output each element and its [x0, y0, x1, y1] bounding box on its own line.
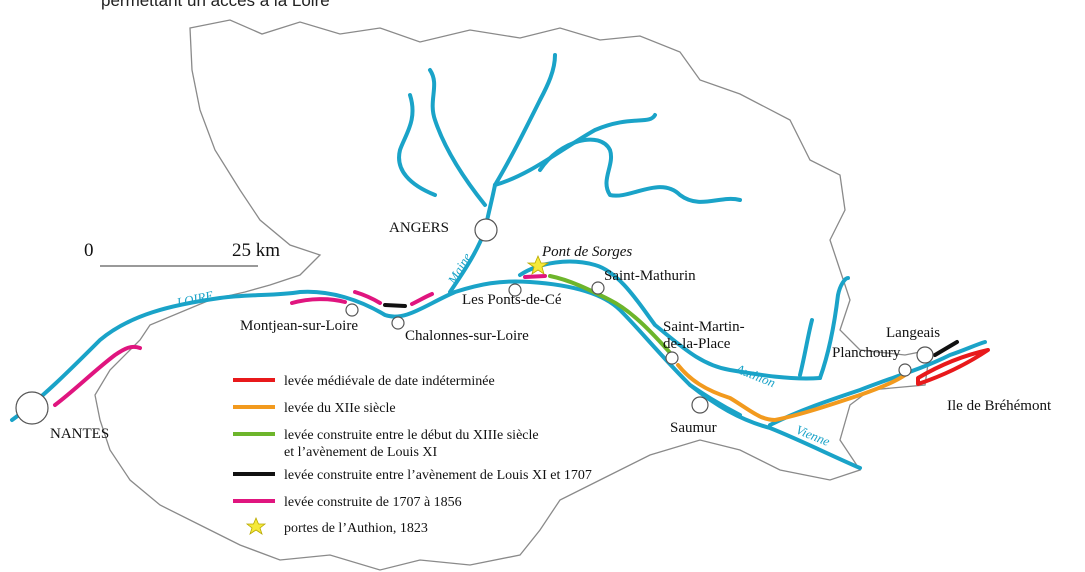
- legend-label-xii: levée du XIIe siècle: [284, 401, 396, 416]
- legend-label-xiii: levée construite entre le début du XIIIe…: [284, 428, 539, 443]
- angers-label: ANGERS: [389, 220, 449, 236]
- levee-1707-1856-nantes: [53, 344, 142, 407]
- langeais-label: Langeais: [886, 325, 940, 341]
- maine-tributary-west: [428, 68, 487, 207]
- levee-medieval-brehemont: [916, 348, 990, 386]
- sarthe-loop: [538, 137, 742, 204]
- saumur-marker: [691, 396, 709, 414]
- loire-upper-reach: [768, 340, 987, 427]
- nantes-label: NANTES: [50, 426, 109, 442]
- levee-1707-1856-montjean: [290, 297, 347, 305]
- langeais-marker: [916, 346, 934, 364]
- east-tributary-2: [798, 318, 814, 377]
- saint-mathurin-label: Saint-Mathurin: [604, 268, 696, 284]
- maine-tributary-north: [493, 53, 557, 187]
- montjean-label: Montjean-sur-Loire: [240, 318, 358, 334]
- planchoury-marker: [898, 363, 912, 377]
- thouet-river: [688, 383, 742, 417]
- legend-label-authion-gates: portes de l’Authion, 1823: [284, 521, 428, 536]
- planchoury-label: Planchoury: [832, 345, 901, 361]
- legend-label-xiii-line2: et l’avènement de Louis XI: [284, 445, 438, 460]
- angers-marker: [474, 218, 498, 242]
- scale-zero: 0: [84, 240, 94, 261]
- maine-tributary-east: [493, 113, 657, 187]
- levee-1707-1856-chalonnes-east: [410, 292, 434, 306]
- saint-martin-marker: [665, 351, 679, 365]
- levee-louis-xi-chalonnes: [383, 303, 407, 308]
- scale-distance: 25 km: [232, 240, 280, 261]
- levee-xii-saumur: [676, 363, 907, 422]
- saumur-label: Saumur: [670, 420, 717, 436]
- caption-text: permettant un accès à la Loire: [101, 0, 330, 10]
- legend-star-icon: [245, 516, 267, 535]
- saint-martin-label-1: Saint-Martin-: [663, 319, 745, 335]
- legend-label-1707: levée construite de 1707 à 1856: [284, 495, 462, 510]
- ponts-de-ce-marker: [508, 283, 522, 297]
- authion-river: [518, 259, 822, 381]
- levees: [53, 274, 990, 422]
- levee-louis-xi-langeais: [933, 340, 959, 357]
- levee-xiii-sorges: [548, 274, 674, 357]
- ponts-de-ce-label: Les Ponts-de-Cé: [462, 292, 562, 308]
- pont-de-sorges-label: Pont de Sorges: [541, 244, 632, 260]
- legend: levée médiévale de date indéterminée lev…: [233, 374, 592, 536]
- montjean-marker: [345, 303, 359, 317]
- towns: [15, 218, 934, 425]
- nantes-marker: [15, 391, 49, 425]
- chalonnes-label: Chalonnes-sur-Loire: [405, 328, 529, 344]
- east-tributary-1: [818, 276, 850, 380]
- chalonnes-marker: [391, 316, 405, 330]
- saint-mathurin-marker: [591, 281, 605, 295]
- brehemont-label: Ile de Bréhémont: [947, 398, 1052, 414]
- river-network: [10, 53, 987, 470]
- saint-martin-label-2: de-la-Place: [663, 336, 731, 352]
- star-icon: [526, 254, 550, 275]
- west-tributary: [397, 93, 437, 197]
- legend-label-medieval: levée médiévale de date indéterminée: [284, 374, 495, 389]
- legend-label-louis-xi: levée construite entre l’avènement de Lo…: [284, 468, 592, 483]
- levee-1707-1856-chalonnes: [353, 290, 382, 305]
- levee-1707-1856-sorges: [523, 274, 547, 279]
